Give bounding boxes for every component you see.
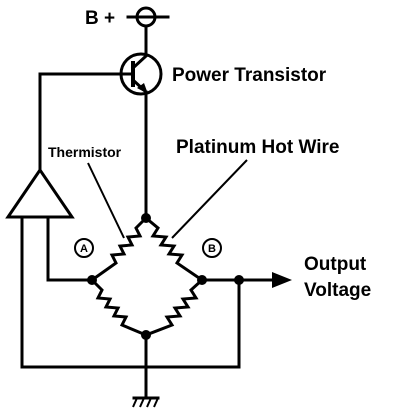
amp-input-ground-wire — [20, 215, 241, 369]
node-a-marker: A — [74, 238, 94, 258]
thermistor-leader — [87, 162, 125, 239]
bottom-left-resistor — [89, 277, 148, 337]
hot-wire-label: Platinum Hot Wire — [176, 137, 339, 158]
power-transistor-symbol — [115, 52, 163, 96]
node-b-label: B — [208, 243, 216, 255]
output-arrow — [272, 272, 292, 288]
output-label-line1: Output — [304, 254, 367, 275]
bottom-right-resistor — [144, 277, 205, 337]
hot-wire-resistor — [143, 215, 205, 283]
power-transistor-label: Power Transistor — [172, 65, 327, 86]
base-feedback-wire — [38, 72, 123, 172]
amplifier-symbol — [5, 167, 75, 219]
hot-wire-leader — [171, 159, 248, 239]
thermistor-label: Thermistor — [48, 144, 122, 160]
thermistor-resistor — [89, 215, 149, 283]
output-label-line2: Voltage — [304, 280, 371, 301]
junction-top — [141, 213, 151, 223]
bridge-network — [89, 215, 205, 337]
node-b-marker: B — [202, 238, 222, 258]
amp-input-a-wire — [46, 215, 94, 282]
supply-label: B + — [85, 8, 115, 29]
ground-symbol — [132, 396, 160, 408]
node-a-label: A — [80, 243, 88, 255]
supply-terminal-symbol — [126, 6, 170, 28]
junction-left — [87, 275, 97, 285]
